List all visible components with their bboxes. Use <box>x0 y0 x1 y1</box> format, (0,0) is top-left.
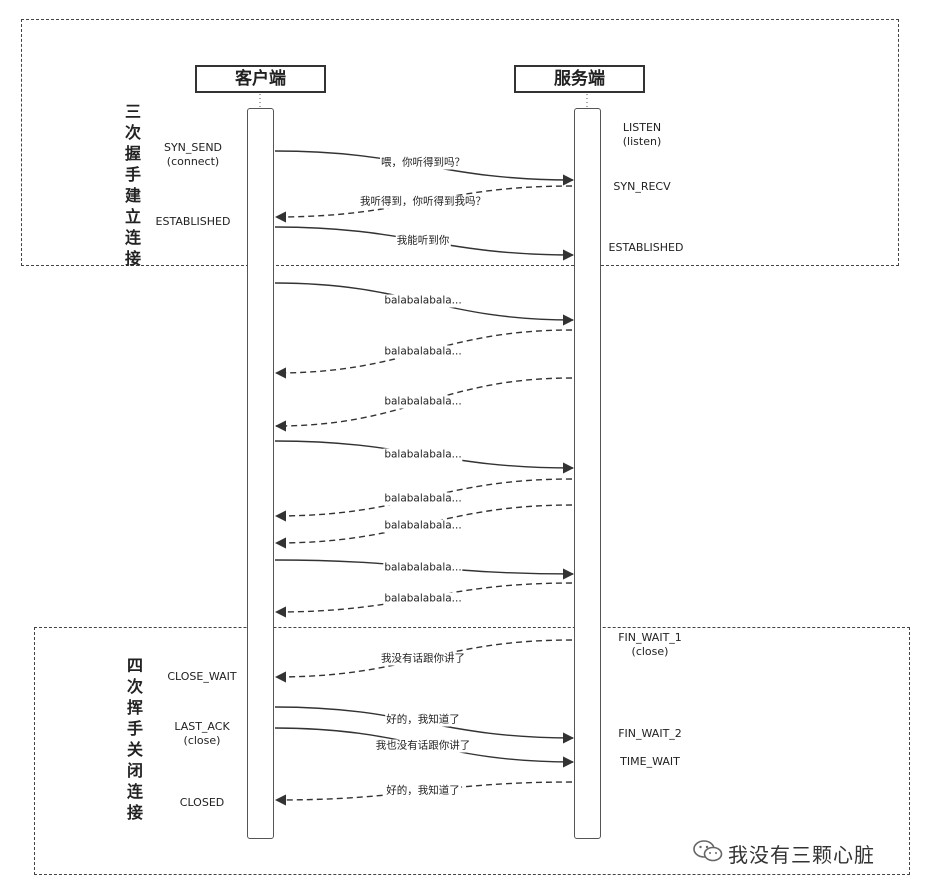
client-lifeline <box>247 108 274 839</box>
message-label: 好的，我知道了 <box>385 784 461 798</box>
message-label: 我没有话跟你讲了 <box>380 652 466 666</box>
client-state-syn-send: SYN_SEND(connect) <box>163 141 223 168</box>
message-label: balabalabala... <box>383 294 463 308</box>
server-state-established: ESTABLISHED <box>608 241 684 254</box>
message-label: balabalabala... <box>383 561 463 575</box>
message-label: balabalabala... <box>383 395 463 409</box>
teardown-region-title: 四次挥手关闭连接 <box>126 656 143 822</box>
message-arrow-to-client <box>274 582 573 618</box>
message-label: 好的，我知道了 <box>385 713 461 727</box>
client-state-close-wait: CLOSE_WAIT <box>167 670 237 683</box>
client-state-closed: CLOSED <box>179 796 225 809</box>
message-arrow-to-client <box>274 478 573 522</box>
message-label: balabalabala... <box>383 345 463 359</box>
server-lifeline <box>574 108 601 839</box>
client-state-established: ESTABLISHED <box>155 215 231 228</box>
server-state-syn-recv: SYN_RECV <box>613 180 671 193</box>
message-label: balabalabala... <box>383 592 463 606</box>
message-arrow-to-client <box>274 639 573 683</box>
message-arrow-to-client <box>274 185 573 223</box>
handshake-region-title: 三次握手建立连接 <box>124 102 141 268</box>
server-participant: 服务端 <box>514 65 645 93</box>
message-label: 喂，你听得到吗？ <box>380 156 466 170</box>
handshake-region <box>21 19 899 266</box>
message-arrow-to-client <box>274 504 573 549</box>
teardown-region <box>34 627 910 875</box>
client-state-last-ack: LAST_ACK(close) <box>174 720 230 747</box>
message-label: balabalabala... <box>383 448 463 462</box>
message-label: 我听得到，你听得到我吗？ <box>359 195 487 209</box>
message-label: 我也没有话跟你讲了 <box>374 739 472 753</box>
wechat-icon <box>692 838 724 869</box>
message-label: 我能听到你 <box>395 234 451 248</box>
watermark: 我没有三颗心脏 <box>692 838 875 869</box>
client-participant: 客户端 <box>195 65 326 93</box>
message-label: balabalabala... <box>383 519 463 533</box>
server-state-fin-wait-2: FIN_WAIT_2 <box>618 727 682 740</box>
message-label: balabalabala... <box>383 492 463 506</box>
server-state-listen: LISTEN(listen) <box>622 121 662 148</box>
server-state-time-wait: TIME_WAIT <box>620 755 680 768</box>
server-state-fin-wait-1: FIN_WAIT_1(close) <box>618 631 682 658</box>
watermark-text: 我没有三颗心脏 <box>728 843 875 867</box>
